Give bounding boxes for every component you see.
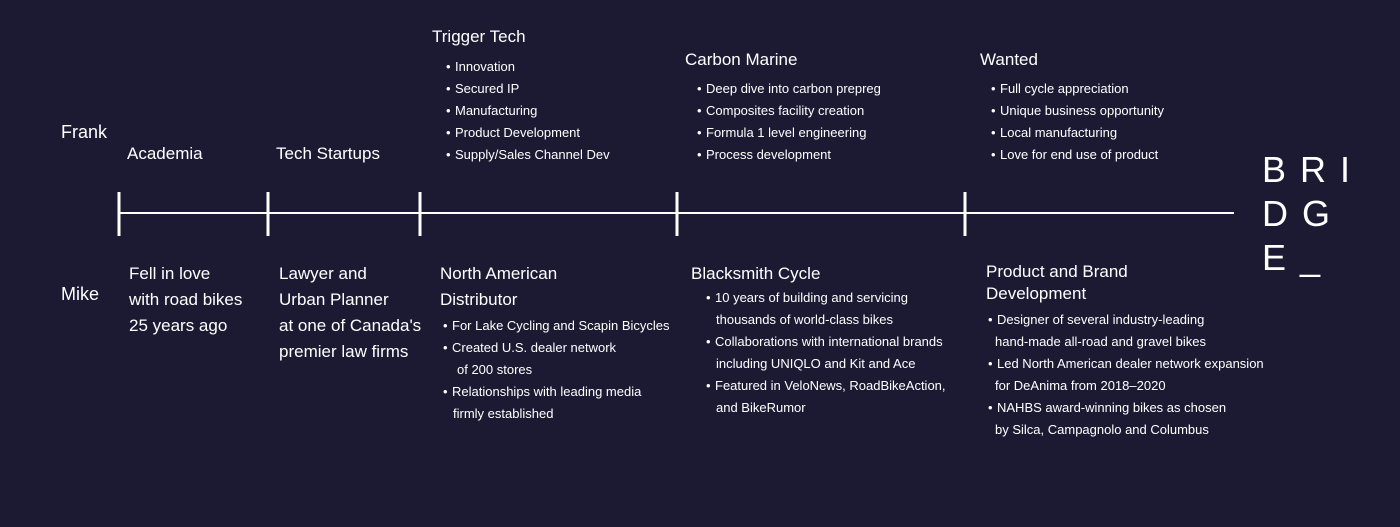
bullet-item: •Composites facility creation xyxy=(697,103,865,118)
stage-north-american-distributor: North American Distributor •For Lake Cyc… xyxy=(440,261,670,425)
bullet-item: •Unique business opportunity xyxy=(991,103,1165,118)
stage-bullets: •Innovation •Secured IP •Manufacturing •… xyxy=(432,56,610,166)
bridge-logo: BRI DG E_ OO xyxy=(1262,148,1372,285)
bullet-item: •Innovation xyxy=(446,59,515,74)
stage-tech-startups-title: Tech Startups xyxy=(276,144,380,163)
bullet-item: •Collaborations with international brand… xyxy=(706,334,943,371)
stage-title: Product and Brand xyxy=(986,262,1128,281)
bullet-item: •Full cycle appreciation xyxy=(991,81,1129,96)
bullet-item: •Product Development xyxy=(446,125,581,140)
bullet-item: •Led North American dealer network expan… xyxy=(988,356,1264,393)
stage-line: Lawyer and xyxy=(279,264,367,283)
logo-line: BRI xyxy=(1262,149,1365,190)
stage-carbon-marine: Carbon Marine •Deep dive into carbon pre… xyxy=(685,47,881,166)
stage-academia-title: Academia xyxy=(127,144,203,163)
stage-line: premier law firms xyxy=(279,342,409,361)
person-label-top: Frank xyxy=(61,122,108,142)
stage-title: Blacksmith Cycle xyxy=(691,264,821,283)
stage-trigger-tech: Trigger Tech •Innovation •Secured IP •Ma… xyxy=(432,24,610,166)
stage-product-brand-development: Product and Brand Development •Designer … xyxy=(986,261,1264,441)
stage-bullets: •Full cycle appreciation •Unique busines… xyxy=(980,78,1164,166)
stage-title: Trigger Tech xyxy=(432,27,526,46)
stage-title: Development xyxy=(986,284,1087,303)
stage-line: Fell in love xyxy=(129,264,211,283)
bullet-item: •Local manufacturing xyxy=(991,125,1118,140)
bullet-item: •Formula 1 level engineering xyxy=(697,125,867,140)
stage-lawyer: Lawyer and Urban Planner at one of Canad… xyxy=(279,261,421,365)
stage-blacksmith-cycle: Blacksmith Cycle •10 years of building a… xyxy=(691,261,946,419)
stage-title: North American xyxy=(440,264,558,283)
bullet-item: •Manufacturing xyxy=(446,103,538,118)
stage-line: 25 years ago xyxy=(129,316,228,335)
bullet-item: •Love for end use of product xyxy=(991,147,1159,162)
bullet-item: •For Lake Cycling and Scapin Bicycles xyxy=(443,318,670,333)
bullet-item: •Supply/Sales Channel Dev xyxy=(446,147,610,162)
stage-line: at one of Canada's xyxy=(279,316,422,335)
stage-bullets: •Deep dive into carbon prepreg •Composit… xyxy=(685,78,881,166)
logo-line: E_ xyxy=(1262,237,1335,278)
logo-line: DG xyxy=(1262,193,1344,234)
bullet-item: •Deep dive into carbon prepreg xyxy=(697,81,881,96)
stage-title: Distributor xyxy=(440,290,518,309)
person-label-bottom: Mike xyxy=(61,284,100,304)
stage-road-bikes: Fell in love with road bikes 25 years ag… xyxy=(129,261,242,339)
stage-wanted: Wanted •Full cycle appreciation •Unique … xyxy=(980,47,1164,166)
stage-title: Wanted xyxy=(980,50,1038,69)
stage-title: Carbon Marine xyxy=(685,50,798,69)
logo-line: OO xyxy=(1262,280,1372,285)
stage-bullets: •For Lake Cycling and Scapin Bicycles •C… xyxy=(440,315,670,425)
stage-line: with road bikes xyxy=(129,290,243,309)
stage-line: Urban Planner xyxy=(279,290,389,309)
bullet-item: •Featured in VeloNews, RoadBikeAction,an… xyxy=(706,378,946,415)
bullet-item: •Process development xyxy=(697,147,832,162)
bullet-item: •Secured IP xyxy=(446,81,520,96)
